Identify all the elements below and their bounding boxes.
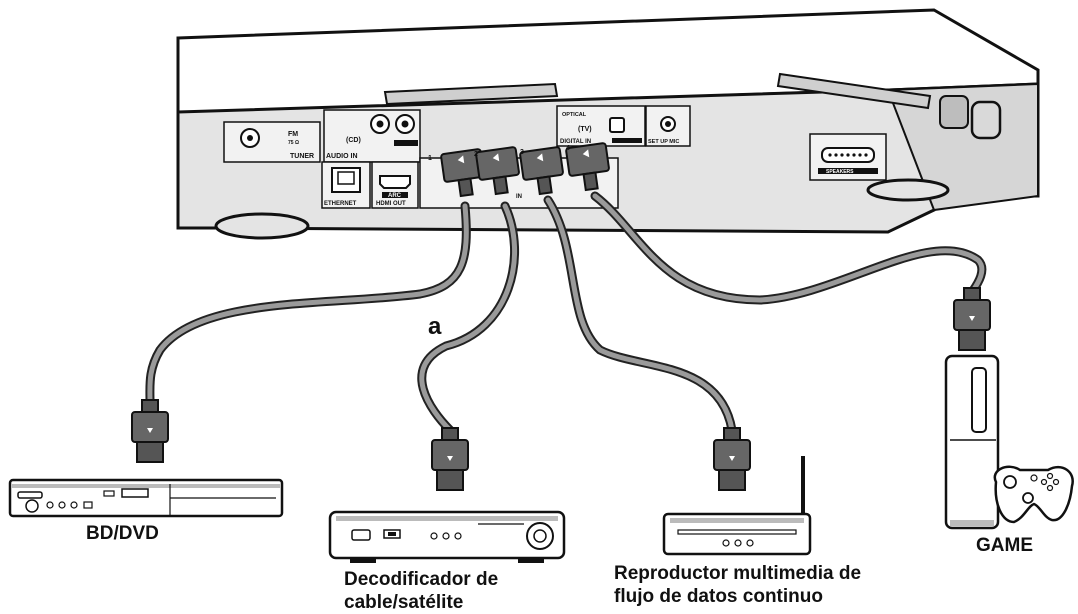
hdmi-in-label: IN bbox=[516, 194, 522, 200]
port-1-label: 1 bbox=[428, 155, 432, 162]
cable-decoder bbox=[419, 203, 518, 433]
caption-streamer: Reproductor multimedia de flujo de datos… bbox=[614, 563, 862, 607]
digital-in-label: DIGITAL IN bbox=[560, 139, 591, 145]
hdmi-cables bbox=[145, 191, 987, 435]
optical-jack[interactable] bbox=[609, 117, 625, 133]
arc-label: ARC bbox=[388, 193, 402, 199]
cable-streamer bbox=[545, 197, 735, 433]
power-inlet bbox=[970, 100, 1002, 140]
plug-game bbox=[953, 287, 991, 351]
cable-game bbox=[592, 193, 985, 303]
receiver-foot-left bbox=[214, 212, 310, 240]
antenna-hinge bbox=[939, 95, 969, 129]
tv-label: (TV) bbox=[578, 126, 592, 133]
decoder-box bbox=[328, 510, 566, 563]
ethernet-label: ETHERNET bbox=[324, 201, 357, 207]
bt-antenna bbox=[776, 72, 932, 110]
caption-game: GAME bbox=[976, 535, 1033, 556]
game-console bbox=[944, 354, 1000, 530]
device-hdmi-plugs bbox=[131, 287, 991, 491]
hdmi-in-plug-4 bbox=[565, 142, 610, 192]
wifi-antenna bbox=[383, 82, 559, 106]
plug-decoder bbox=[431, 427, 469, 491]
hdmi-in-plug-2 bbox=[475, 146, 520, 196]
bd-power-button bbox=[25, 499, 39, 513]
optical-label: OPTICAL bbox=[562, 112, 587, 118]
port-2-label: 2 bbox=[474, 151, 478, 158]
game-controller-icon bbox=[993, 465, 1074, 524]
fm-ohm-label: 75 Ω bbox=[288, 140, 299, 146]
disc-tray bbox=[121, 488, 149, 498]
audio-in-label: AUDIO IN bbox=[326, 153, 358, 160]
receiver-foot-right bbox=[866, 178, 950, 202]
streaming-player bbox=[662, 456, 812, 556]
cable-bd-dvd bbox=[147, 203, 469, 405]
setup-mic-label: SET UP MIC bbox=[648, 139, 679, 145]
caption-bd-dvd: BD/DVD bbox=[86, 523, 159, 544]
plug-streamer bbox=[713, 427, 751, 491]
bd-dvd-player bbox=[8, 478, 284, 518]
callout-a: a bbox=[428, 313, 442, 340]
cd-label: (CD) bbox=[346, 137, 361, 144]
tuner-label: TUNER bbox=[290, 153, 314, 160]
port-4-label: 4 bbox=[566, 145, 570, 152]
fm-label: FM bbox=[288, 131, 298, 138]
hdmi-out-port[interactable] bbox=[379, 175, 411, 189]
plug-bd-dvd bbox=[131, 399, 169, 463]
receiver-hdmi-plugs: 1 2 3 4 bbox=[428, 142, 610, 198]
port-3-label: 3 bbox=[520, 149, 524, 156]
speakers-label: SPEAKERS bbox=[826, 169, 854, 175]
hdmi-in-plug-3 bbox=[519, 146, 564, 196]
hdmi-out-label: HDMI OUT bbox=[376, 201, 406, 207]
caption-decoder: Decodificador de cable/satélite bbox=[344, 569, 499, 613]
